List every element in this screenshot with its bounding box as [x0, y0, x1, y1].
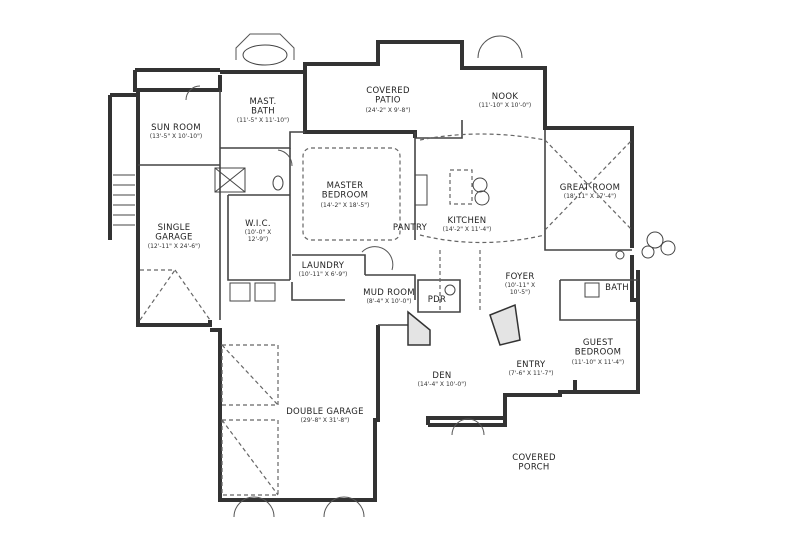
- laundry-dim: (10'-11" X 6'-9"): [299, 271, 348, 278]
- mud-room-name: MUD ROOM: [363, 288, 415, 298]
- tub: [242, 44, 288, 66]
- stool: [472, 177, 488, 193]
- foyer-name: FOYER: [505, 272, 534, 282]
- entry-name: ENTRY: [517, 360, 546, 370]
- dashed-features: [139, 133, 633, 496]
- den-name: DEN: [432, 371, 451, 381]
- washer: [229, 282, 251, 302]
- mast-bath-name: MAST.BATH: [250, 97, 277, 117]
- master-bedroom-dim: (14'-2" X 18'-5"): [321, 202, 370, 209]
- nook-dim: (11'-10" X 10'-0"): [479, 102, 531, 109]
- laundry-name: LAUNDRY: [302, 261, 345, 271]
- mud-room-dim: (8'-4" X 10'-0"): [367, 298, 412, 305]
- shower: [214, 167, 246, 193]
- wic-name: W.I.C.: [245, 219, 271, 229]
- covered-patio-dim: (24'-2" X 9'-8"): [366, 107, 411, 114]
- dryer: [254, 282, 276, 302]
- interior-walls: [138, 90, 638, 326]
- toilet-bath: [584, 282, 600, 298]
- nook-name: NOOK: [492, 92, 519, 102]
- kitchen-island: [449, 169, 473, 205]
- toilet: [272, 175, 284, 191]
- mast-bath-dim: (11'-5" X 11'-10"): [237, 117, 289, 124]
- sun-room-dim: (13'-5" X 10'-10"): [150, 133, 202, 140]
- pantry-name: PANTRY: [393, 223, 428, 233]
- bath-name: BATH: [605, 283, 629, 293]
- double-garage-name: DOUBLE GARAGE: [286, 407, 364, 417]
- double-garage-dim: (29'-8" X 31'-8"): [301, 417, 350, 424]
- great-room-dim: (18'-11" X 17'-4"): [564, 193, 616, 200]
- kitchen-name: KITCHEN: [448, 216, 487, 226]
- den-dim: (14'-4" X 10'-0"): [418, 381, 467, 388]
- single-garage-dim: (12'-11" X 24'-6"): [148, 243, 200, 250]
- sun-room-name: SUN ROOM: [151, 123, 201, 133]
- door-swings: [185, 33, 523, 518]
- pdr-name: PDR: [428, 295, 446, 305]
- shrub: [646, 231, 664, 249]
- entry-dim: (7'-6" X 11'-7"): [509, 370, 554, 377]
- kitchen-dim: (14'-2" X 11'-4"): [443, 226, 492, 233]
- kitchen-arch-top: [419, 133, 546, 141]
- kitchen-arch-bottom: [419, 234, 546, 244]
- range: [414, 174, 428, 206]
- great-room-name: GREAT ROOM: [560, 183, 621, 193]
- fixtures: [214, 167, 676, 302]
- guest-bedroom-dim: (11'-10" X 11'-4"): [572, 359, 624, 366]
- stairs: [113, 174, 521, 346]
